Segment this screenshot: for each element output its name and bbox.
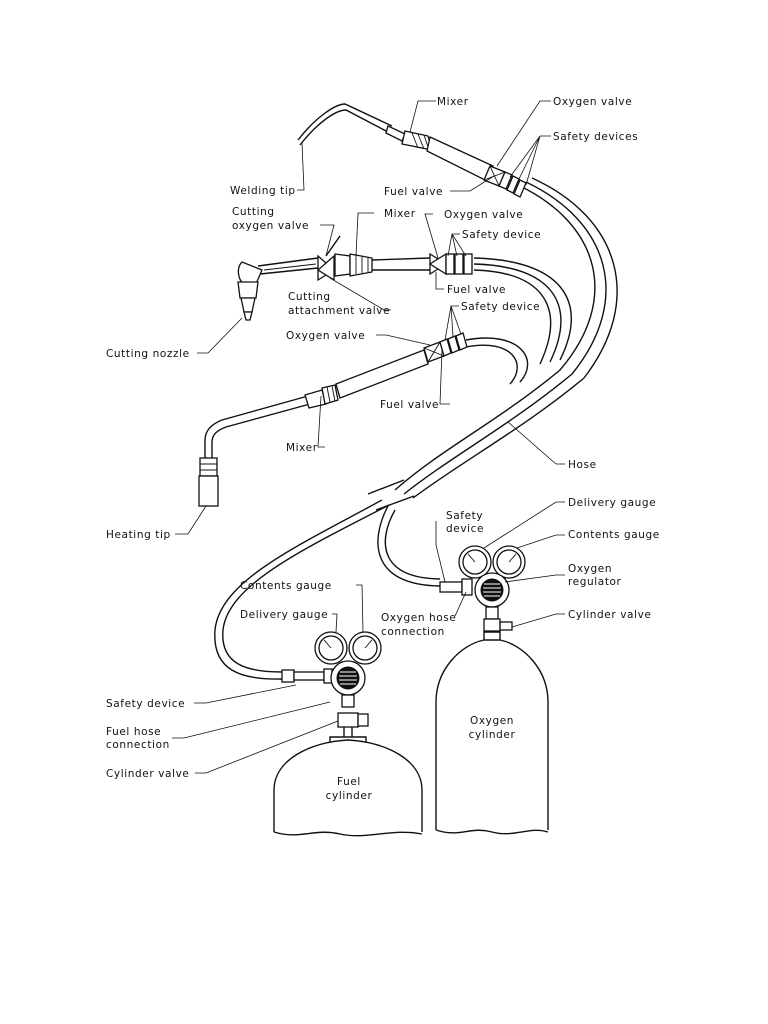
label-oxygen-valve-cutting: Oxygen valve [444, 209, 523, 221]
label-oxygen-cylinder-line2: cylinder [469, 729, 516, 741]
fuel-cylinder [273, 736, 423, 837]
label-fuel-valve-cutting: Fuel valve [447, 284, 506, 296]
label-oxygen-cylinder-line1: Oxygen [470, 715, 514, 727]
label-fuel-valve-heating: Fuel valve [380, 399, 439, 411]
label-safety-device-oxygen-line2: device [446, 523, 484, 535]
label-cutting-attachment-valve-line1: Cutting [288, 291, 331, 303]
oxygen-cylinder [435, 631, 549, 835]
label-heating-tip: Heating tip [106, 529, 171, 541]
label-safety-device-heating: Safety device [461, 301, 540, 313]
label-safety-devices: Safety devices [553, 131, 638, 143]
label-cutting-nozzle: Cutting nozzle [106, 348, 190, 360]
label-oxygen-hose-connection-line2: connection [381, 626, 445, 638]
label-cutting-oxygen-valve-line1: Cutting [232, 206, 275, 218]
label-fuel-hose-connection-line2: connection [106, 739, 170, 751]
label-contents-gauge-fuel: Contents gauge [240, 580, 332, 592]
label-mixer-cutting: Mixer [384, 208, 416, 220]
label-delivery-gauge-fuel: Delivery gauge [240, 609, 328, 621]
label-cutting-oxygen-valve-line2: oxygen valve [232, 220, 309, 232]
label-hose: Hose [568, 459, 597, 471]
label-mixer-welding: Mixer [437, 96, 469, 108]
label-fuel-hose-connection-line1: Fuel hose [106, 726, 161, 738]
label-fuel-valve-welding: Fuel valve [384, 186, 443, 198]
welding-torch [297, 103, 527, 198]
leader-lines [172, 100, 565, 774]
label-contents-gauge-oxygen: Contents gauge [568, 529, 660, 541]
label-oxygen-hose-connection-line1: Oxygen hose [381, 612, 456, 624]
label-cutting-attachment-valve-line2: attachment valve [288, 305, 390, 317]
label-fuel-cylinder-line1: Fuel [337, 776, 361, 788]
label-cylinder-valve-fuel: Cylinder valve [106, 768, 189, 780]
labels: Mixer Oxygen valve Safety devices Weldin… [106, 96, 660, 802]
hose-bundle [214, 177, 618, 680]
label-cylinder-valve-oxygen: Cylinder valve [568, 609, 651, 621]
heating-torch [198, 332, 468, 507]
label-safety-device-fuel: Safety device [106, 698, 185, 710]
label-oxygen-valve-heating: Oxygen valve [286, 330, 365, 342]
label-mixer-heating: Mixer [286, 442, 318, 454]
label-delivery-gauge-oxygen: Delivery gauge [568, 497, 656, 509]
label-oxygen-regulator-line1: Oxygen [568, 563, 612, 575]
label-oxygen-regulator-line2: regulator [568, 576, 622, 588]
oxygen-regulator [439, 545, 526, 632]
label-safety-device-oxygen-line1: Safety [446, 510, 483, 522]
label-oxygen-valve-welding: Oxygen valve [553, 96, 632, 108]
cutting-torch [237, 235, 473, 321]
label-fuel-cylinder-line2: cylinder [326, 790, 373, 802]
fuel-regulator [281, 631, 382, 737]
label-welding-tip: Welding tip [230, 185, 296, 197]
label-safety-device-cutting: Safety device [462, 229, 541, 241]
